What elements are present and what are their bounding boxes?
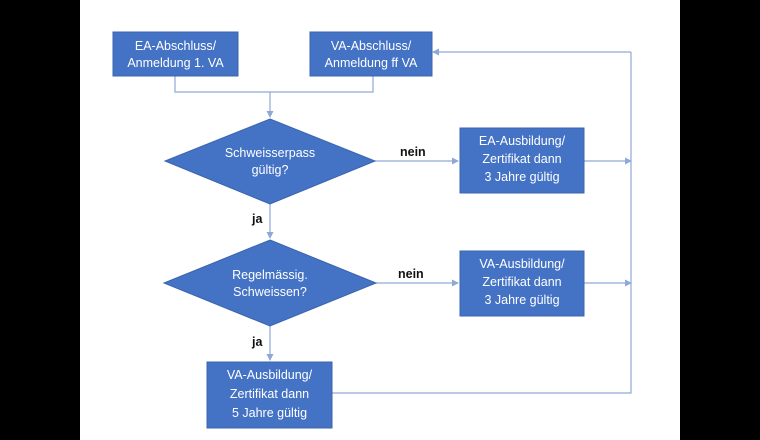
va-ausbildung-3-label-line-2: Zertifikat dann xyxy=(482,275,561,289)
ea-abschluss-label-line-1: EA-Abschluss/ xyxy=(135,39,217,53)
connector-ea-abschluss-to-merge xyxy=(174,76,270,93)
node-va-ausbildung-5: VA-Ausbildung/ Zertifikat dann 5 Jahre g… xyxy=(206,361,333,429)
ea-ausbildung-label-line-1: EA-Ausbildung/ xyxy=(479,134,566,148)
edge-label-regular-yes: ja xyxy=(251,335,263,349)
va-ausbildung-5-box xyxy=(206,361,333,429)
va-abschluss-label-line-2: Anmeldung ff VA xyxy=(325,56,418,70)
va-abschluss-label-line-1: VA-Abschluss/ xyxy=(331,39,412,53)
edge-label-pass-no: nein xyxy=(400,145,426,159)
va-ausbildung-5-label-line-1: VA-Ausbildung/ xyxy=(227,368,313,382)
va-ausbildung-5-label-line-3: 5 Jahre gültig xyxy=(232,406,307,420)
regelmaessig-label-line-1: Regelmässig. xyxy=(232,268,308,282)
node-regelmaessig-decision: Regelmässig. Schweissen? xyxy=(162,239,378,327)
va-ausbildung-3-label-line-1: VA-Ausbildung/ xyxy=(479,257,565,271)
schweisserpass-diamond xyxy=(163,118,377,205)
va-ausbildung-3-box xyxy=(459,250,585,317)
ea-abschluss-box xyxy=(112,31,239,77)
ea-ausbildung-label-line-3: 3 Jahre gültig xyxy=(484,170,559,184)
schweisserpass-label-line-2: gültig? xyxy=(252,163,289,177)
schweisserpass-label-line-1: Schweisserpass xyxy=(225,146,315,160)
node-ea-abschluss: EA-Abschluss/ Anmeldung 1. VA xyxy=(112,31,239,77)
node-va-abschluss: VA-Abschluss/ Anmeldung ff VA xyxy=(309,31,433,77)
ea-ausbildung-box xyxy=(459,127,585,194)
connector-return-path xyxy=(332,52,632,394)
node-schweisserpass-decision: Schweisserpass gültig? xyxy=(163,118,377,205)
va-ausbildung-5-label-line-2: Zertifikat dann xyxy=(230,387,309,401)
ea-abschluss-label-line-2: Anmeldung 1. VA xyxy=(127,56,224,70)
edge-label-pass-yes: ja xyxy=(251,212,263,226)
node-va-ausbildung-3: VA-Ausbildung/ Zertifikat dann 3 Jahre g… xyxy=(459,250,585,317)
edge-label-regular-no: nein xyxy=(398,267,424,281)
regelmaessig-label-line-2: Schweissen? xyxy=(233,285,307,299)
ea-ausbildung-label-line-2: Zertifikat dann xyxy=(482,152,561,166)
connector-va-abschluss-to-merge xyxy=(270,76,374,93)
regelmaessig-diamond xyxy=(162,239,378,327)
va-ausbildung-3-label-line-3: 3 Jahre gültig xyxy=(484,293,559,307)
connectors xyxy=(174,48,632,394)
node-ea-ausbildung: EA-Ausbildung/ Zertifikat dann 3 Jahre g… xyxy=(459,127,585,194)
va-abschluss-box xyxy=(309,31,433,77)
